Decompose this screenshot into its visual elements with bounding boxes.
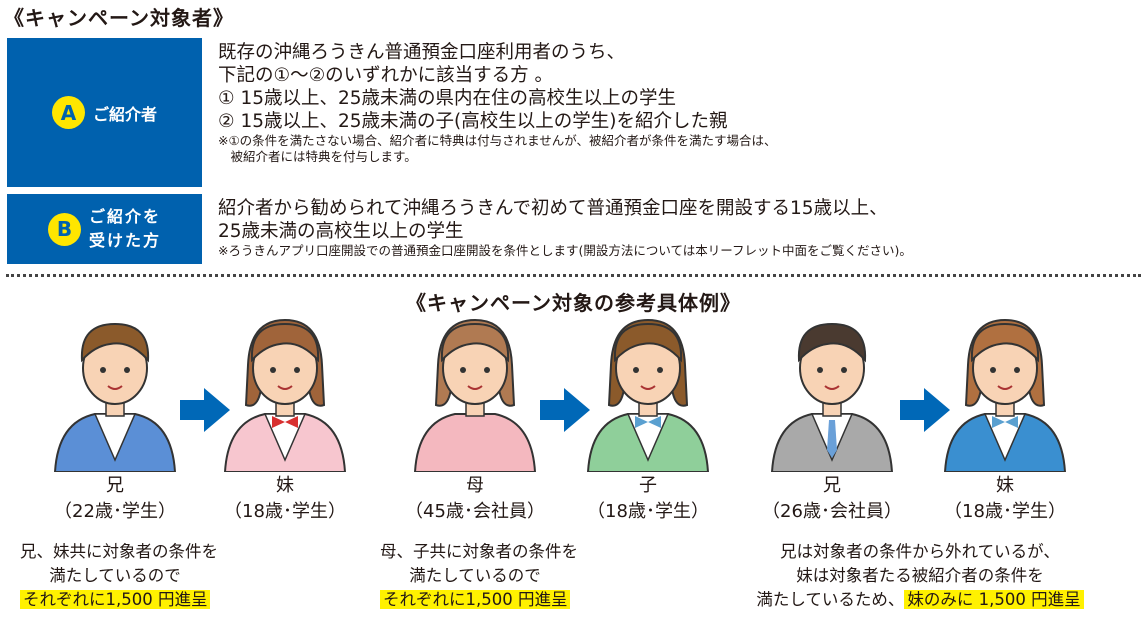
condition-line: 既存の沖縄ろうきん普通預金口座利用者のうち、 [218, 42, 626, 63]
person-detail: （22歳･学生） [54, 501, 176, 522]
condition-line: ② 15歳以上、25歳未満の子(高校生以上の学生)を紹介した親 [218, 111, 728, 132]
person-detail: （18歳･学生） [944, 501, 1066, 522]
caption-line: 満たしているので [49, 566, 181, 585]
person-illustration [220, 310, 350, 473]
referee-conditions: 紹介者から勧められて沖縄ろうきんで初めて普通預金口座を開設する15歳以上、 25… [218, 197, 912, 259]
person-detail: （18歳･学生） [224, 501, 346, 522]
condition-line: 25歳未満の高校生以上の学生 [218, 221, 464, 242]
person-illustration [767, 310, 897, 473]
person-illustration [410, 310, 540, 473]
caption-line: 妹は対象者たる被紹介者の条件を [796, 566, 1044, 585]
condition-line: 紹介者から勧められて沖縄ろうきんで初めて普通預金口座を開設する15歳以上、 [218, 198, 888, 219]
caption-3: 兄は対象者の条件から外れているが、 妹は対象者たる被紹介者の条件を 満たしている… [725, 540, 1115, 612]
condition-line: ① 15歳以上、25歳未満の県内在住の高校生以上の学生 [218, 88, 677, 109]
examples-title: 《キャンペーン対象の参考具体例》 [406, 291, 741, 315]
condition-line: 下記の①～②のいずれかに該当する方 。 [218, 65, 554, 86]
referee-label: ご紹介を受けた方 [89, 205, 161, 253]
arrow-right-icon [540, 388, 590, 432]
caption-highlight: それぞれに1,500 円進呈 [20, 590, 211, 609]
caption-2: 母、子共に対象者の条件を 満たしているので それぞれに1,500 円進呈 [380, 540, 578, 612]
person-illustration [50, 310, 180, 473]
referee-label-1: ご紹介を [88, 207, 161, 226]
caption-line: 兄、妹共に対象者の条件を [20, 542, 218, 561]
referrer-label: ご紹介者 [92, 104, 157, 124]
badge-a: A [51, 96, 85, 129]
note: 被紹介者には特典を付与します。 [218, 149, 417, 164]
caption-highlight: それぞれに1,500 円進呈 [380, 590, 571, 609]
referee-label-2: 受けた方 [88, 231, 161, 250]
badge-b: B [47, 212, 81, 246]
caption-1: 兄、妹共に対象者の条件を 満たしているので それぞれに1,500 円進呈 [20, 540, 218, 612]
person-detail: （26歳･会社員） [762, 501, 902, 522]
section-title: 《キャンペーン対象者》 [4, 6, 234, 30]
caption-line: 母、子共に対象者の条件を [380, 542, 578, 561]
person-name: 子 [639, 475, 657, 496]
arrow-right-icon [900, 388, 950, 432]
caption-line: 満たしているので [409, 566, 541, 585]
person-illustration [940, 310, 1070, 473]
person-name: 妹 [276, 475, 294, 496]
caption-line: 満たしているため、 [756, 590, 905, 609]
divider [6, 274, 1141, 277]
arrow-right-icon [180, 388, 230, 432]
person-illustration [583, 310, 713, 473]
caption-line: 兄は対象者の条件から外れているが、 [780, 542, 1060, 561]
person-name: 兄 [823, 475, 841, 496]
person-name: 兄 [106, 475, 124, 496]
note: ※ろうきんアプリ口座開設での普通預金口座開設を条件とします(開設方法については本… [218, 243, 912, 258]
person-detail: （18歳･学生） [587, 501, 709, 522]
referee-box: B ご紹介を受けた方 [7, 194, 202, 264]
referrer-conditions: 既存の沖縄ろうきん普通預金口座利用者のうち、 下記の①～②のいずれかに該当する方… [218, 41, 777, 165]
person-detail: （45歳･会社員） [405, 501, 545, 522]
person-name: 母 [466, 475, 484, 496]
person-name: 妹 [996, 475, 1014, 496]
caption-highlight: 妹のみに 1,500 円進呈 [904, 590, 1084, 609]
note: ※①の条件を満たさない場合、紹介者に特典は付与されませんが、被紹介者が条件を満た… [218, 133, 777, 148]
referrer-box: A ご紹介者 [7, 38, 202, 187]
